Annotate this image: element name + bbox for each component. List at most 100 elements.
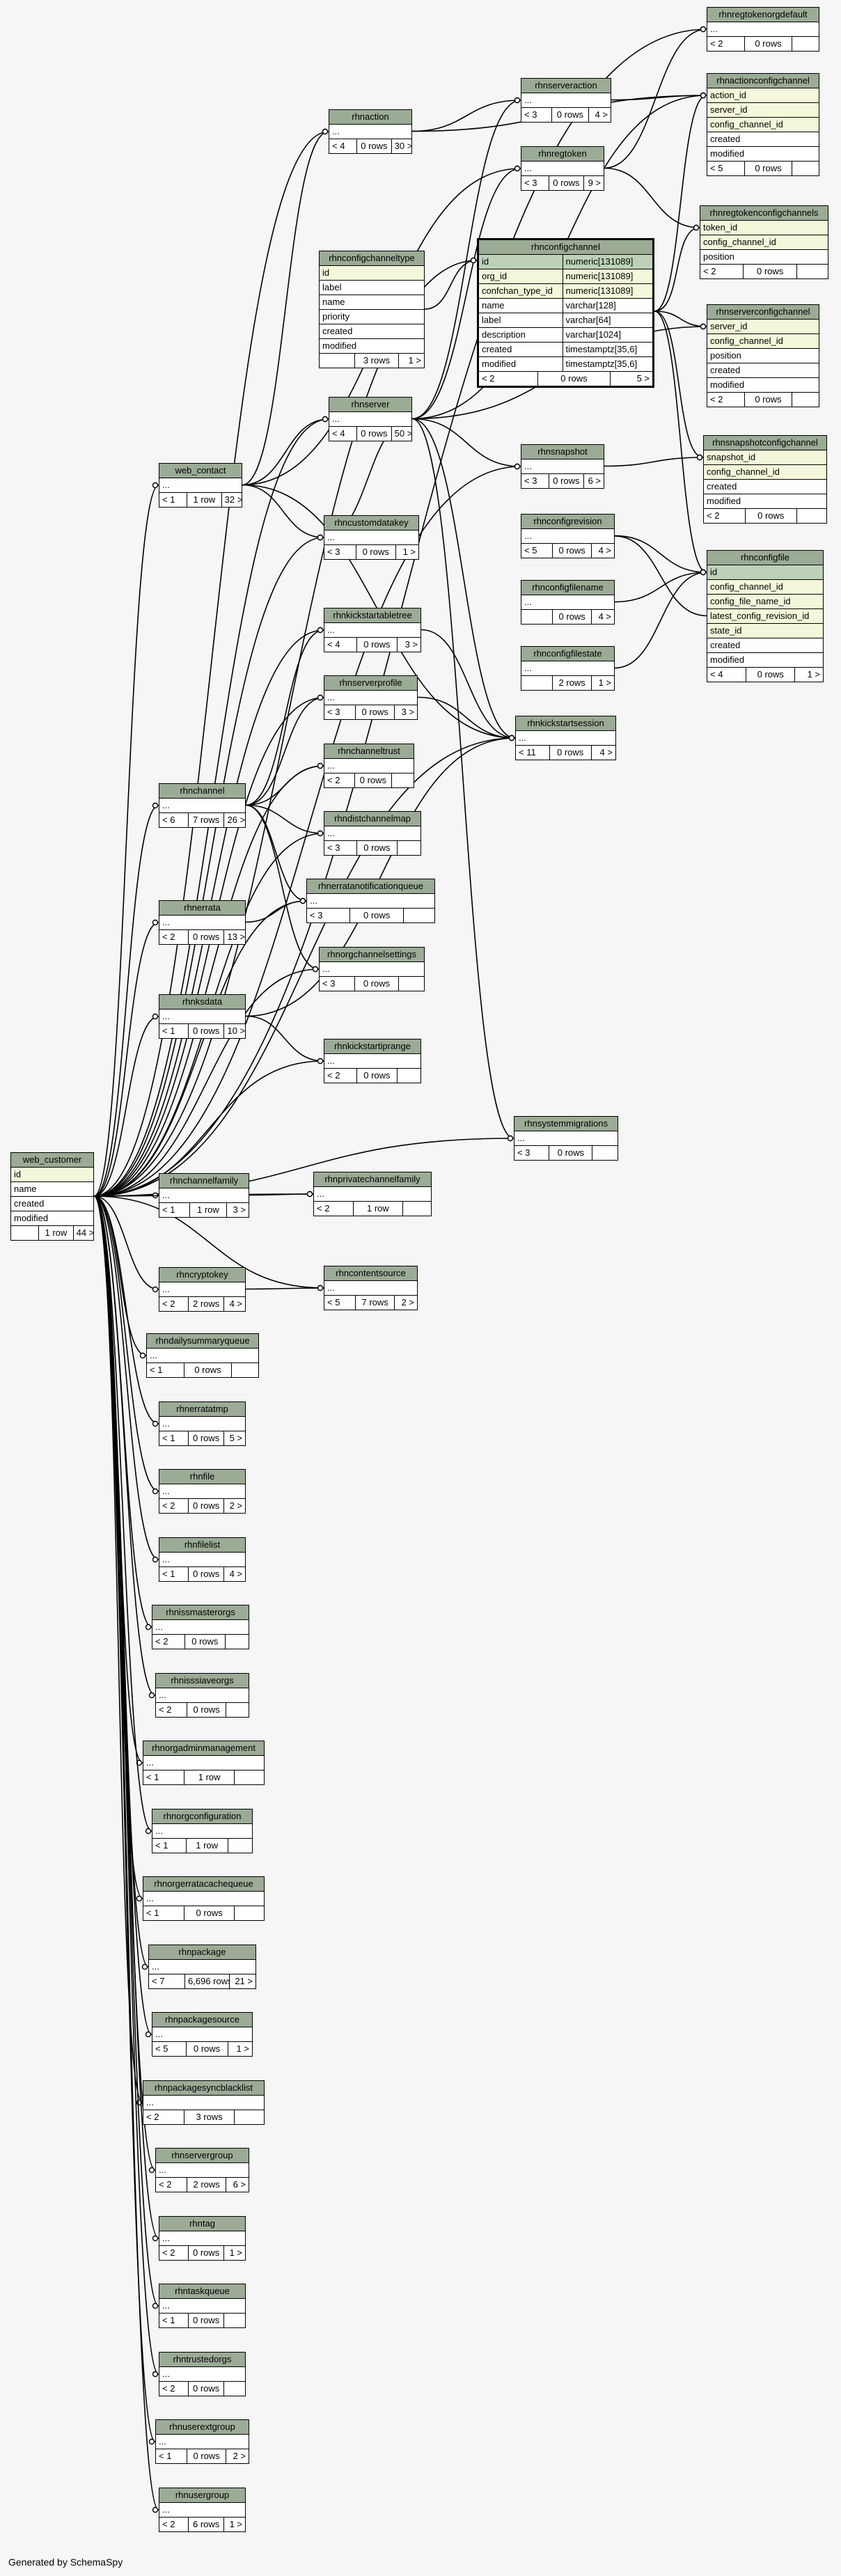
parents-count: < 3 <box>320 977 355 991</box>
row-count: 0 rows <box>744 265 798 278</box>
column-name: latest_config_revision_id <box>710 611 810 621</box>
collapsed-columns: ... <box>329 125 411 139</box>
column-name: modified <box>710 654 745 665</box>
zero-or-many-marker-icon <box>317 1285 324 1291</box>
column-row: modified <box>707 653 823 668</box>
parents-count: < 5 <box>152 2042 187 2056</box>
collapsed-columns: ... <box>156 2435 249 2449</box>
column-name: ... <box>162 2300 170 2311</box>
table-header: rhnserverprofile <box>324 676 417 691</box>
collapsed-columns: ... <box>152 1620 249 1635</box>
relationship-line <box>242 131 329 486</box>
relationship-line <box>604 167 700 228</box>
parents-count: < 1 <box>159 1567 189 1581</box>
column-name: ... <box>162 800 170 810</box>
column-name: ... <box>150 1350 157 1360</box>
children-count <box>235 1906 264 1920</box>
collapsed-columns: ... <box>159 916 245 930</box>
table-header: rhnsnapshotconfigchannel <box>704 436 826 450</box>
column-name: ... <box>327 828 335 838</box>
zero-or-many-marker-icon <box>152 2506 159 2513</box>
zero-or-many-marker-icon <box>152 1420 159 1427</box>
children-count: 6 > <box>588 476 601 486</box>
collapsed-columns: ... <box>324 759 414 773</box>
row-count: 7 rows <box>356 1296 395 1310</box>
parents-count: < 3 <box>324 841 357 855</box>
children-count <box>224 2382 245 2396</box>
column-row: created <box>707 638 823 653</box>
zero-or-many-marker-icon <box>306 1191 313 1197</box>
parents-count: < 2 <box>159 1499 189 1513</box>
column-name: label <box>482 315 501 325</box>
collapsed-columns: ... <box>324 691 417 705</box>
relationship-line <box>245 697 324 806</box>
relationship-line <box>424 260 478 310</box>
collapsed-columns: ... <box>307 894 434 909</box>
children-count <box>398 841 420 855</box>
column-name: position <box>710 350 741 361</box>
zero-or-many-marker-icon <box>317 830 324 837</box>
table-header: rhnchannel <box>159 784 245 799</box>
column-name: position <box>703 251 734 262</box>
relationship-line <box>93 1195 156 1696</box>
parents-count: < 1 <box>143 1906 184 1920</box>
zero-or-many-marker-icon <box>317 694 324 701</box>
parents-count: < 2 <box>704 509 746 523</box>
